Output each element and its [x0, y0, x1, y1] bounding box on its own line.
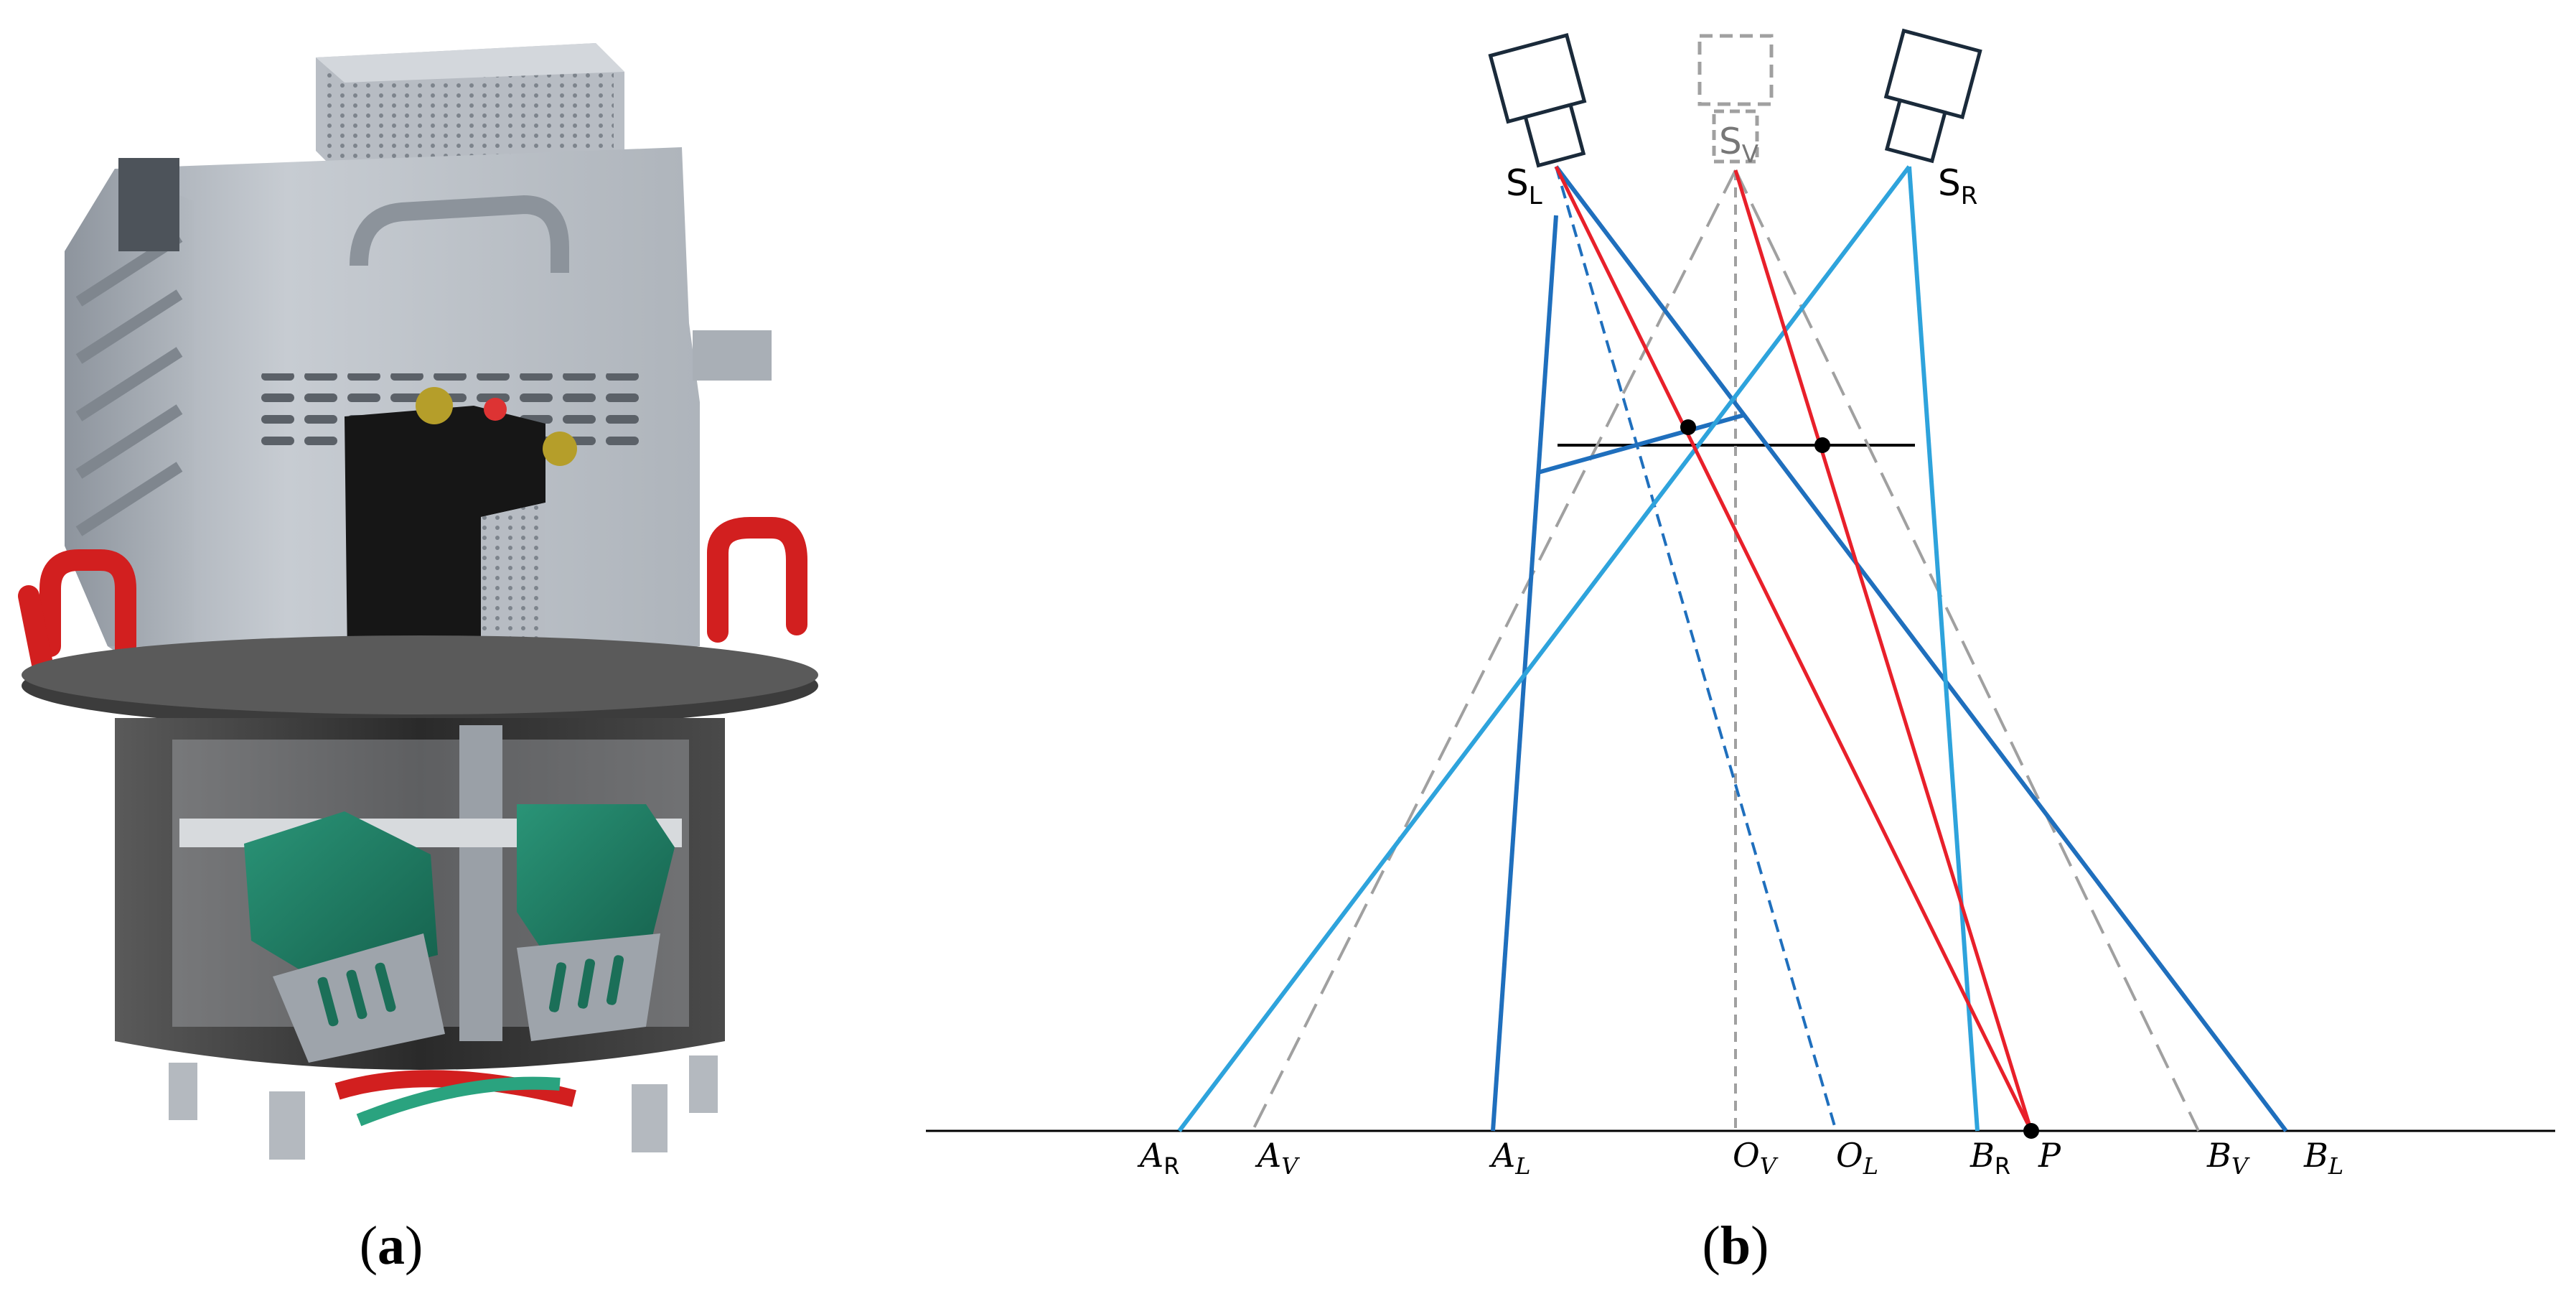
ground-label: BR — [1970, 1136, 2010, 1180]
ground-label-subscript: L — [2328, 1152, 2343, 1180]
connector-panel — [118, 158, 179, 251]
ground-label-base: P — [2038, 1136, 2061, 1175]
ground-label-subscript: V — [1281, 1152, 1300, 1180]
ground-label-base: O — [1836, 1136, 1863, 1175]
ground-label: BL — [2303, 1136, 2343, 1180]
left-fov-right-ray — [1554, 165, 2288, 1132]
ground-label: OV — [1733, 1136, 1779, 1180]
sensor-machine-illustration — [18, 43, 818, 1160]
ground-label: AR — [1137, 1136, 1179, 1180]
red-lifting-handles — [18, 517, 807, 700]
ground-label: AV — [1255, 1136, 1300, 1180]
top-handle — [350, 195, 569, 273]
ground-label-subscript: L — [1514, 1152, 1530, 1180]
yellow-connector — [416, 387, 453, 424]
caption-a: (a) — [360, 1216, 423, 1276]
ground-label: AL — [1489, 1136, 1530, 1180]
left-optical-axis-dashed — [1555, 166, 1837, 1132]
ground-label-base: B — [1970, 1136, 1995, 1175]
sensor-label-left: SL — [1506, 162, 1542, 210]
green-lidar-sensors — [244, 804, 675, 1063]
right-camera-icon — [1883, 28, 1982, 164]
ground-label-subscript: V — [2231, 1152, 2250, 1180]
ground-label-subscript: V — [1760, 1152, 1779, 1180]
right-fov-left-ray — [1177, 165, 1911, 1132]
ground-label-base: B — [2303, 1136, 2328, 1175]
ground-label-subscript: L — [1863, 1152, 1878, 1180]
main-body — [65, 147, 772, 718]
virtual-fov-left-ray — [1251, 169, 1737, 1132]
ground-label-subscript: R — [1163, 1152, 1179, 1180]
point-p-dot — [2023, 1123, 2039, 1139]
ground-label-base: A — [1489, 1136, 1515, 1175]
left-image-plane-segment — [1537, 413, 1745, 475]
bottom-feet — [169, 1055, 718, 1160]
mounting-plate — [22, 635, 818, 729]
left-camera-icon — [1488, 33, 1587, 168]
sensor-label-right: SR — [1938, 162, 1977, 210]
ground-label-base: O — [1733, 1136, 1760, 1175]
caption-b: (b) — [1702, 1216, 1769, 1276]
side-port — [693, 330, 772, 381]
left-ray-to-p — [1554, 165, 2033, 1132]
ground-label-subscript: R — [1995, 1152, 2010, 1180]
ground-label-base: A — [1255, 1136, 1281, 1175]
ground-label: P — [2038, 1136, 2061, 1175]
intersection-point-left — [1680, 419, 1696, 435]
intersection-point-right — [1814, 437, 1830, 453]
ground-label-base: B — [2206, 1136, 2231, 1175]
ground-label: OL — [1836, 1136, 1878, 1180]
virtual-camera-icon — [1697, 34, 1774, 164]
virtual-fov-right-ray — [1734, 169, 2200, 1132]
virtual-ray-to-p — [1733, 169, 2033, 1132]
right-fov-right-ray — [1907, 166, 1980, 1132]
ground-label: BV — [2206, 1136, 2250, 1180]
ground-label-base: A — [1137, 1136, 1163, 1175]
sensor-label-virtual: SV — [1719, 121, 1758, 169]
